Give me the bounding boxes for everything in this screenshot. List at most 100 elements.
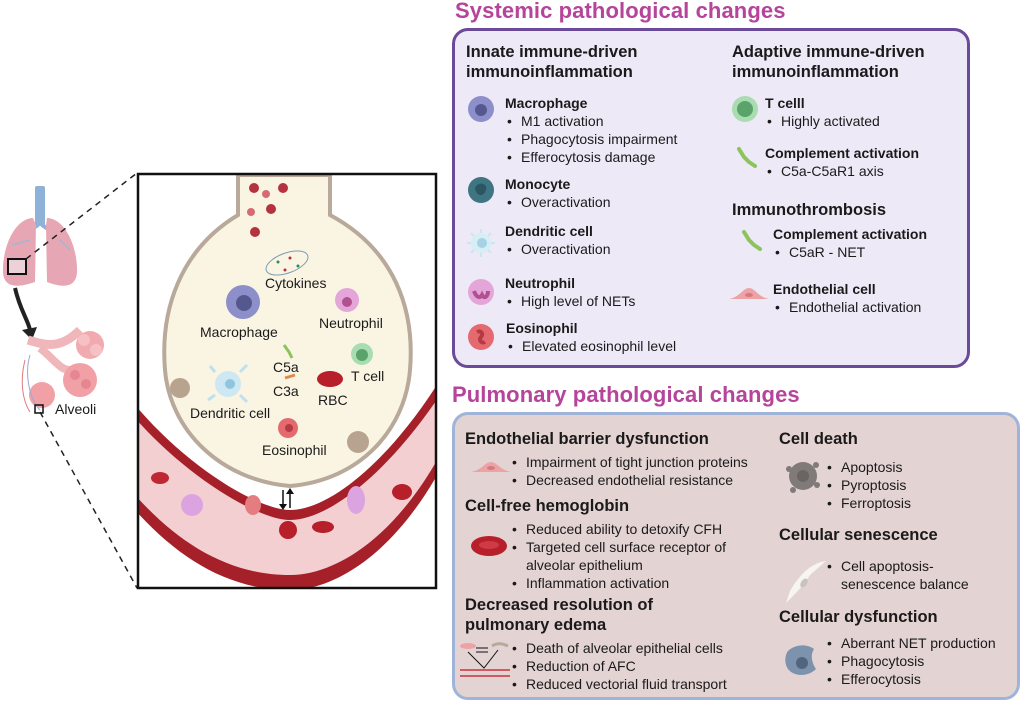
eosinophil-icon [468, 324, 494, 350]
systemic-section-title: Systemic pathological changes [455, 0, 786, 23]
bullet: Endothelial activation [773, 298, 921, 316]
cell-free-hemoglobin-bullets: Reduced ability to detoxify CFH Targeted… [510, 520, 770, 592]
complement-icon [742, 230, 762, 251]
label-t-cell: T cell [351, 368, 384, 384]
cellular-dysfunction-title: Cellular dysfunction [779, 608, 938, 626]
label-neutrophil: Neutrophil [319, 315, 383, 331]
curved-arrow-icon [13, 287, 32, 331]
immunothrombosis-title: Immunothrombosis [732, 201, 887, 219]
title-line1: Decreased resolution of [465, 596, 653, 614]
label-eosinophil: Eosinophil [262, 442, 327, 458]
innate-item-dendritic-cell: Dendritic cell Overactivation [505, 223, 610, 258]
zoom-box-frame [136, 172, 438, 590]
bullet: Reduced vectorial fluid transport [510, 675, 727, 693]
cell-death-bullets: Apoptosis Pyroptosis Ferroptosis [825, 458, 911, 512]
adaptive-column-title: Adaptive immune-driven immunoinflammatio… [732, 42, 925, 82]
bullet: Pyroptosis [825, 476, 911, 494]
innate-title-line1: Innate immune-driven [466, 43, 638, 61]
cellular-senescence-title: Cellular senescence [779, 526, 938, 544]
bullet: Phagocytosis [825, 652, 996, 670]
bullet: Phagocytosis impairment [505, 130, 677, 148]
item-name: Neutrophil [505, 275, 575, 291]
red-blood-cell-icon [471, 536, 507, 556]
zoom-guide-line-top [25, 172, 138, 260]
bullet: Inflammation activation [510, 574, 770, 592]
t-cell-icon [732, 96, 758, 122]
bullet: Elevated eosinophil level [506, 337, 676, 355]
endothelial-barrier-bullets: Impairment of tight junction proteins De… [510, 453, 748, 489]
cellular-dysfunction-bullets: Aberrant NET production Phagocytosis Eff… [825, 634, 996, 688]
bullet: M1 activation [505, 112, 677, 130]
pulmonary-panel: Endothelial barrier dysfunction Impairme… [452, 412, 1020, 700]
item-name: T celll [765, 95, 805, 111]
left-illustration: Alveoli [2, 172, 438, 590]
item-name: Eosinophil [506, 320, 578, 336]
macrophage-icon [468, 96, 494, 122]
innate-item-monocyte: Monocyte Overactivation [505, 176, 610, 211]
label-rbc: RBC [318, 392, 348, 408]
bullet: C5aR - NET [773, 243, 927, 261]
dying-cell-icon [786, 462, 820, 493]
immunothrombosis-item-endothelial-cell: Endothelial cell Endothelial activation [773, 281, 921, 316]
bullet: Decreased endothelial resistance [510, 471, 748, 489]
innate-item-macrophage: Macrophage M1 activation Phagocytosis im… [505, 95, 677, 166]
label-macrophage: Macrophage [200, 324, 278, 340]
neutrophil-icon [468, 279, 494, 305]
innate-column-title: Innate immune-driven immunoinflammation [466, 42, 637, 82]
systemic-panel: Innate immune-driven immunoinflammation … [452, 28, 970, 368]
dysfunctional-cell-icon [785, 645, 816, 675]
bullet: Highly activated [765, 112, 880, 130]
adaptive-title-line2: immunoinflammation [732, 63, 899, 81]
innate-item-neutrophil: Neutrophil High level of NETs [505, 275, 635, 310]
title-line2: pulmonary edema [465, 616, 607, 634]
bullet: Overactivation [505, 193, 610, 211]
item-name: Endothelial cell [773, 281, 876, 297]
item-name: Monocyte [505, 176, 571, 192]
pulmonary-section-title: Pulmonary pathological changes [452, 382, 800, 407]
item-name: Dendritic cell [505, 223, 593, 239]
lungs-icon [2, 186, 78, 286]
monocyte-icon [468, 177, 494, 203]
endothelial-cell-icon [471, 462, 511, 472]
alveoli-icon [21, 326, 104, 414]
item-name: Macrophage [505, 95, 588, 111]
pulmonary-item-endothelial-barrier: Endothelial barrier dysfunction [465, 429, 709, 449]
bullet: Cell apoptosis-senescence balance [825, 557, 995, 593]
adaptive-item-t-cell: T celll Highly activated [765, 95, 880, 130]
bullet: Reduction of AFC [510, 657, 727, 675]
zoom-guide-line-bottom [39, 411, 138, 589]
cell-death-title: Cell death [779, 430, 858, 448]
item-name: Complement activation [773, 226, 928, 242]
bullet: Efferocytosis [825, 670, 996, 688]
bullet: High level of NETs [505, 292, 635, 310]
cellular-senescence-bullets: Cell apoptosis-senescence balance [825, 557, 995, 593]
bullet: Apoptosis [825, 458, 911, 476]
bullet: Targeted cell surface receptor of alveol… [510, 538, 770, 574]
bullet: Overactivation [505, 240, 610, 258]
immunothrombosis-item-complement-activation: Complement activation C5aR - NET [773, 226, 927, 261]
label-c3a: C3a [273, 383, 299, 399]
label-dendritic-cell: Dendritic cell [190, 405, 270, 421]
bullet: Aberrant NET production [825, 634, 996, 652]
item-name: Endothelial barrier dysfunction [465, 430, 709, 448]
innate-title-line2: immunoinflammation [466, 63, 633, 81]
label-c5a: C5a [273, 359, 299, 375]
dendritic-cell-icon [467, 229, 495, 257]
alveolus-zoom-view [139, 175, 435, 587]
adaptive-title-line1: Adaptive immune-driven [732, 43, 925, 61]
complement-icon [737, 147, 757, 168]
bullet: Ferroptosis [825, 494, 911, 512]
item-name: Complement activation [765, 145, 920, 161]
fluid-transport-icon [460, 642, 510, 677]
senescent-cell-icon [786, 561, 826, 603]
bullet: Efferocytosis damage [505, 148, 677, 166]
cell-free-hemoglobin-title: Cell-free hemoglobin [465, 497, 630, 515]
label-cytokines: Cytokines [265, 275, 326, 291]
decreased-resolution-title: Decreased resolution of pulmonary edema [465, 595, 653, 635]
decreased-resolution-bullets: Death of alveolar epithelial cells Reduc… [510, 639, 727, 693]
bullet: Death of alveolar epithelial cells [510, 639, 727, 657]
adaptive-item-complement-activation: Complement activation C5a-C5aR1 axis [765, 145, 919, 180]
bullet: Reduced ability to detoxify CFH [510, 520, 770, 538]
endothelial-cell-icon [729, 288, 769, 299]
innate-item-eosinophil: Eosinophil Elevated eosinophil level [506, 320, 676, 355]
